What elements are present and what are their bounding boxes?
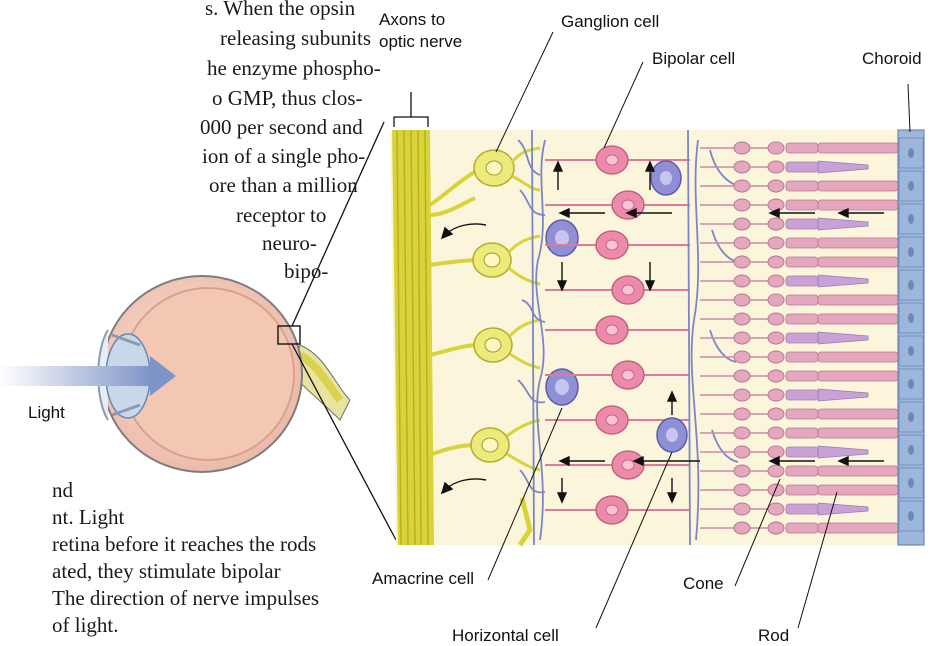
leader-choroid bbox=[908, 84, 910, 132]
body-line: nt. Light bbox=[52, 505, 124, 529]
body-line: 000 per second and bbox=[200, 115, 363, 139]
choroid-cell bbox=[899, 501, 923, 531]
light-beam bbox=[0, 366, 150, 386]
body-line: bipo- bbox=[284, 259, 328, 283]
label-choroid: Choroid bbox=[862, 49, 922, 68]
label-amacrine-cell: Amacrine cell bbox=[372, 569, 474, 588]
body-line: nd bbox=[52, 478, 74, 502]
body-line: of light. bbox=[52, 613, 119, 637]
choroid-cell bbox=[899, 171, 923, 201]
choroid-layer bbox=[898, 130, 924, 545]
body-line: retina before it reaches the rods bbox=[52, 532, 316, 556]
label-axons-line1: Axons to bbox=[379, 10, 445, 29]
label-axons-line2: optic nerve bbox=[379, 32, 462, 51]
body-line: o GMP, thus clos- bbox=[212, 86, 363, 110]
label-ganglion-cell: Ganglion cell bbox=[561, 12, 659, 31]
choroid-cell bbox=[899, 336, 923, 366]
label-horizontal-cell: Horizontal cell bbox=[452, 626, 559, 645]
body-line: receptor to bbox=[236, 203, 326, 227]
choroid-cell bbox=[899, 303, 923, 333]
choroid-cell bbox=[899, 138, 923, 168]
choroid-cell bbox=[899, 435, 923, 465]
retina-panel bbox=[390, 92, 924, 545]
axons-bracket bbox=[394, 92, 428, 127]
choroid-cell bbox=[899, 402, 923, 432]
choroid-cell bbox=[899, 468, 923, 498]
body-line: releasing subunits bbox=[220, 26, 371, 50]
body-line: s. When the opsin bbox=[205, 0, 356, 20]
body-line: The direction of nerve impulses bbox=[52, 586, 319, 610]
label-rod: Rod bbox=[758, 626, 789, 645]
axon-bundle bbox=[392, 130, 434, 545]
body-line: ated, they stimulate bipolar bbox=[52, 559, 281, 583]
body-line: ore than a million bbox=[209, 173, 358, 197]
body-line: he enzyme phospho- bbox=[207, 56, 381, 80]
light-label: Light bbox=[28, 403, 65, 422]
body-line: neuro- bbox=[262, 231, 317, 255]
body-line: ion of a single pho- bbox=[202, 144, 365, 168]
choroid-cell bbox=[899, 270, 923, 300]
choroid-cell bbox=[899, 237, 923, 267]
label-cone: Cone bbox=[683, 574, 724, 593]
label-bipolar-cell: Bipolar cell bbox=[652, 49, 735, 68]
choroid-cell bbox=[899, 204, 923, 234]
choroid-cell bbox=[899, 369, 923, 399]
